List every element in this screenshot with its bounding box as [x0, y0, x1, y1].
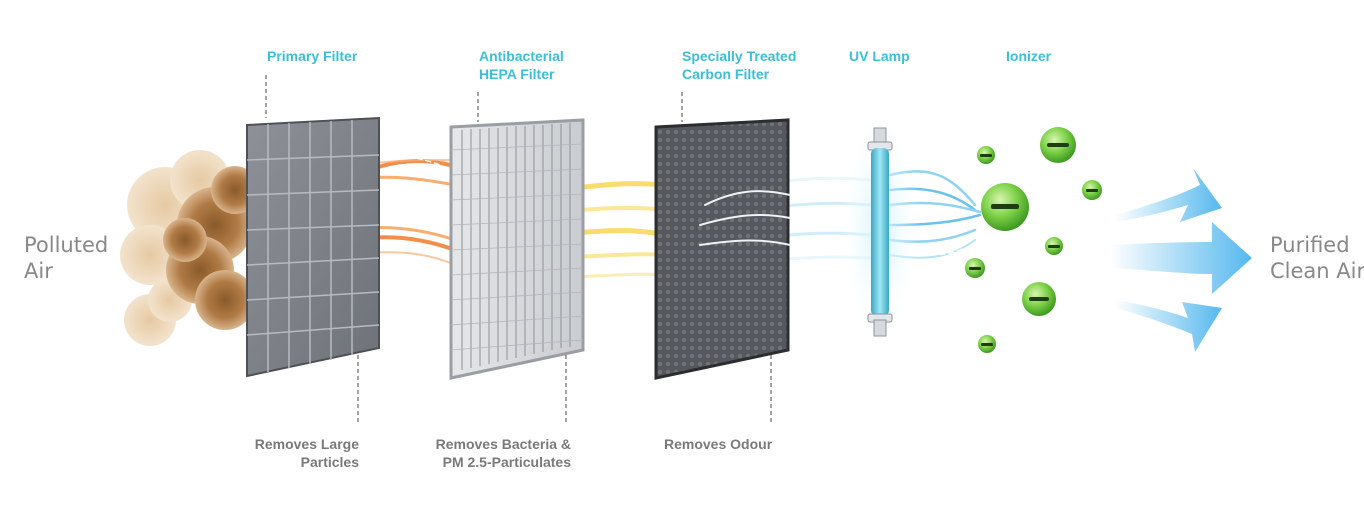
hepa-filter-title: Antibacterial HEPA Filter — [479, 48, 564, 82]
negative-ion-icon-group — [965, 127, 1102, 353]
hepa-filter-description: Removes Bacteria & PM 2.5-Particulates — [435, 436, 571, 470]
ionizer-title: Ionizer — [1006, 48, 1052, 64]
carbon-filter-icon — [654, 118, 790, 380]
uv-lamp-title: UV Lamp — [849, 48, 910, 64]
carbon-filter-description: Removes Odour — [664, 436, 773, 452]
primary-filter-icon — [246, 116, 380, 378]
flow-arrow-icon — [1110, 222, 1252, 294]
negative-ion-icon — [965, 258, 985, 278]
negative-ion-icon — [1082, 180, 1102, 200]
hepa-filter-icon — [449, 118, 585, 380]
purified-air-label: Purified Clean Air — [1270, 233, 1364, 283]
airflow-carbon-stream — [699, 190, 791, 246]
negative-ion-icon — [1040, 127, 1076, 163]
primary-filter-title: Primary Filter — [267, 48, 358, 64]
negative-ion-icon — [1022, 282, 1056, 316]
uv-lamp-icon — [840, 108, 920, 348]
negative-ion-icon — [977, 146, 995, 164]
flow-arrow-icon-group — [1110, 168, 1252, 352]
negative-ion-icon — [981, 183, 1029, 231]
smoke-cloud-icon — [120, 150, 259, 346]
flow-arrow-icon — [1115, 300, 1222, 352]
primary-filter-description: Removes Large Particles — [254, 436, 359, 470]
leader-lines — [265, 75, 772, 425]
negative-ion-icon — [1045, 237, 1063, 255]
flow-arrow-icon — [1115, 168, 1222, 222]
carbon-filter-title: Specially Treated Carbon Filter — [682, 48, 797, 82]
polluted-air-label: Polluted Air — [24, 233, 109, 283]
negative-ion-icon — [978, 335, 996, 353]
